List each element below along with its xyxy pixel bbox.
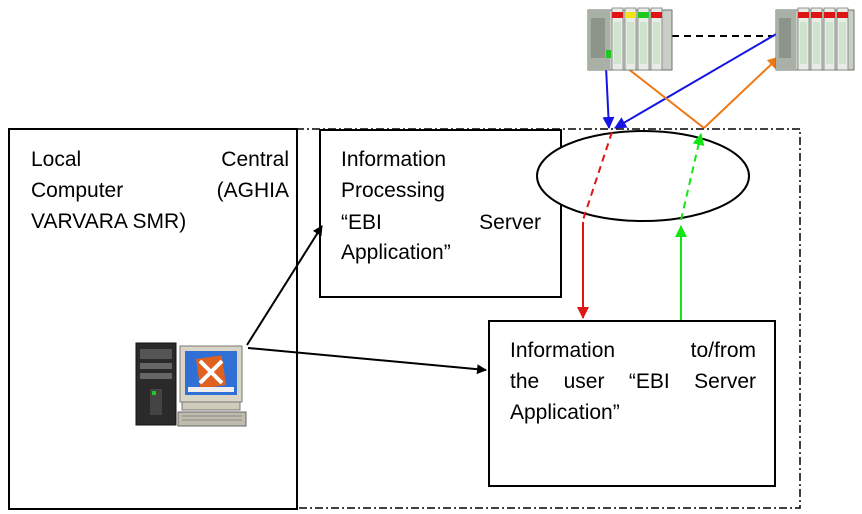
- plc-rack-right-icon: [775, 7, 855, 71]
- arrow-blue-left-plc: [602, 66, 615, 129]
- user-info-box: [488, 320, 776, 487]
- user-info-label-line1: Information to/from: [510, 339, 756, 362]
- local-computer-label-line1: Local Central: [31, 148, 289, 171]
- computer-workstation-icon: [135, 342, 247, 427]
- processing-label-line4: Application”: [341, 241, 451, 264]
- plc-rack-left-icon: [587, 7, 673, 71]
- local-computer-box: [8, 128, 298, 510]
- arrow-green-dashed: [680, 133, 705, 221]
- processing-label-line1: Information: [341, 148, 447, 171]
- arrow-blue-right-plc: [614, 32, 779, 129]
- arrow-red-dashed: [582, 131, 613, 221]
- arrow-workstation-to-user-info: [247, 347, 487, 375]
- processing-label-line3: “EBI Server: [341, 211, 541, 234]
- arrow-workstation-to-processing: [246, 225, 323, 346]
- processing-box: [319, 129, 562, 298]
- local-computer-label-line2: Computer (AGHIA: [31, 179, 289, 202]
- local-computer-label-line3: VARVARA SMR): [31, 210, 187, 233]
- arrow-orange-to-right-plc: [703, 56, 780, 129]
- user-info-label-line3: Application”: [510, 401, 620, 424]
- network-node-ellipse: [536, 130, 750, 222]
- user-info-label-line2: the user “EBI Server: [510, 370, 756, 393]
- processing-label-line2: Processing: [341, 179, 445, 202]
